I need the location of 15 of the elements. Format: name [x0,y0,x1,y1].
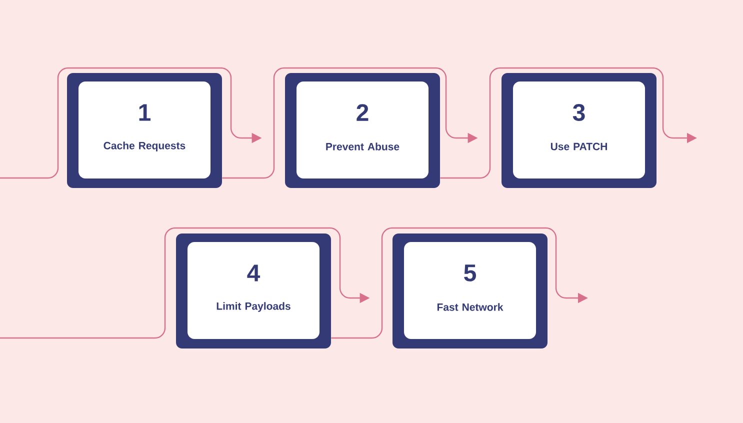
step-number: 5 [464,264,476,282]
step-label: Prevent Abuse [326,142,400,150]
step-label: Fast Network [437,303,504,311]
step-number: 4 [247,264,260,282]
step-label: Cache Requests [104,142,186,152]
step-number: 3 [572,104,585,122]
step-box [67,73,222,188]
step-box [392,234,548,348]
step-box [176,234,331,348]
step-label: Use PATCH [550,142,607,150]
step-number: 1 [139,104,150,121]
step-box [285,73,440,188]
step-label: Limit Payloads [216,302,290,312]
step-box [502,73,656,188]
step-number: 2 [356,104,368,121]
